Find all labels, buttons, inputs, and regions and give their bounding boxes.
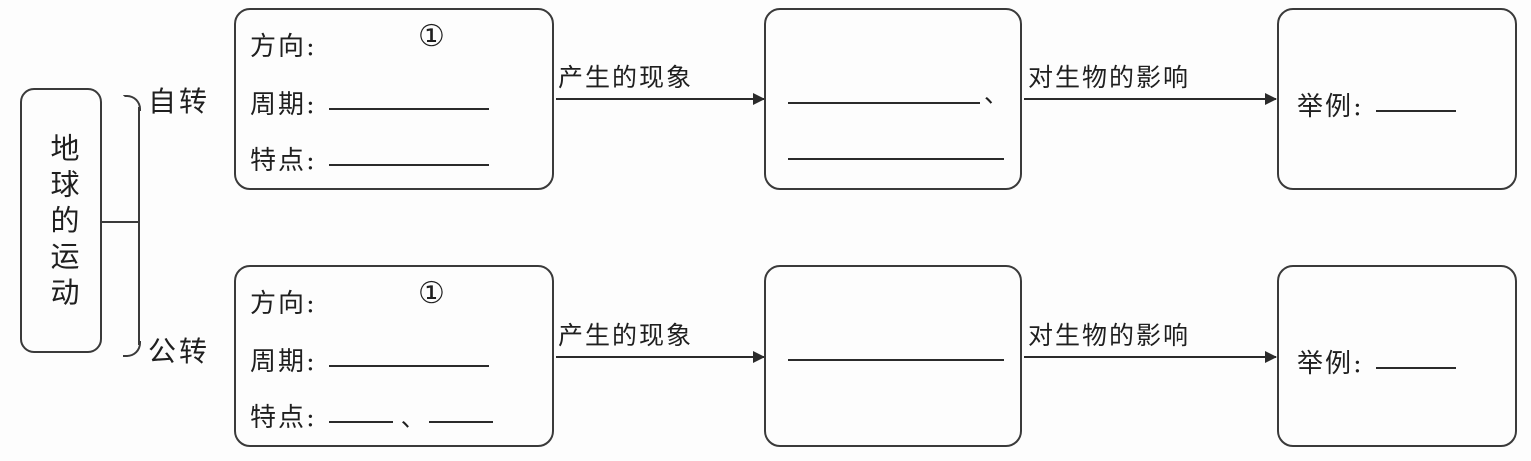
example-box-rotation: 举例: [1277, 8, 1517, 190]
answer-blank[interactable] [788, 158, 1004, 160]
arrow-phenomenon-top [556, 93, 765, 105]
detail-row-label: 特点: [250, 146, 317, 176]
arrow-label-phenomenon-top: 产生的现象 [558, 63, 694, 92]
answer-blank[interactable] [428, 421, 493, 423]
answer-blank[interactable] [788, 102, 980, 104]
enumeration-separator: 、 [400, 404, 425, 432]
example-row: 举例: [1297, 86, 1456, 123]
answer-blank[interactable] [328, 421, 393, 423]
detail-row-label: 周期: [250, 347, 317, 377]
answer-blank[interactable] [328, 365, 489, 367]
brace-top-hook [123, 95, 141, 111]
detail-row-period: 周期: [250, 341, 489, 378]
phenomenon-box-rotation: 、 [764, 8, 1022, 190]
answer-blank[interactable] [788, 359, 1004, 361]
root-node-box: 地球的运动 [20, 88, 102, 353]
enumeration-separator: 、 [984, 80, 1008, 108]
answer-blank[interactable] [1375, 110, 1456, 112]
detail-row-feature: 特点: 、 [250, 397, 493, 434]
arrow-bio-impact-top [1024, 93, 1277, 105]
arrow-phenomenon-bottom [556, 351, 765, 363]
detail-row-label: 周期: [250, 90, 317, 120]
detail-box-rotation: ① 方向: 周期: 特点: [234, 8, 554, 190]
example-box-revolution: 举例: [1277, 265, 1517, 447]
detail-row-direction: 方向: [250, 283, 317, 320]
arrow-bio-impact-bottom [1024, 351, 1277, 363]
example-label: 举例: [1297, 92, 1364, 122]
detail-row-label: 方向: [250, 32, 317, 62]
branch-label-revolution: 公转 [148, 335, 211, 368]
detail-box-revolution: ① 方向: 周期: 特点: 、 [234, 265, 554, 447]
brace-stem [102, 221, 140, 223]
arrow-label-bio-impact-bottom: 对生物的影响 [1028, 321, 1191, 350]
marker-circled-one: ① [418, 19, 445, 54]
detail-row-feature: 特点: [250, 140, 489, 177]
answer-blank[interactable] [328, 108, 489, 110]
example-row: 举例: [1297, 343, 1456, 380]
arrow-label-bio-impact-top: 对生物的影响 [1028, 63, 1191, 92]
example-label: 举例: [1297, 349, 1364, 379]
detail-row-direction: 方向: [250, 26, 317, 63]
branch-brace-connector [102, 95, 144, 357]
detail-row-label: 特点: [250, 403, 317, 433]
brace-spine [138, 107, 140, 345]
branch-label-rotation: 自转 [148, 85, 211, 118]
detail-row-period: 周期: [250, 84, 489, 121]
answer-blank[interactable] [1375, 367, 1456, 369]
detail-row-label: 方向: [250, 289, 317, 319]
marker-circled-one: ① [418, 276, 445, 311]
brace-bottom-hook [123, 341, 141, 357]
arrow-label-phenomenon-bottom: 产生的现象 [558, 321, 694, 350]
answer-blank[interactable] [328, 164, 489, 166]
root-node-label: 地球的运动 [46, 132, 80, 313]
phenomenon-box-revolution [764, 265, 1022, 447]
